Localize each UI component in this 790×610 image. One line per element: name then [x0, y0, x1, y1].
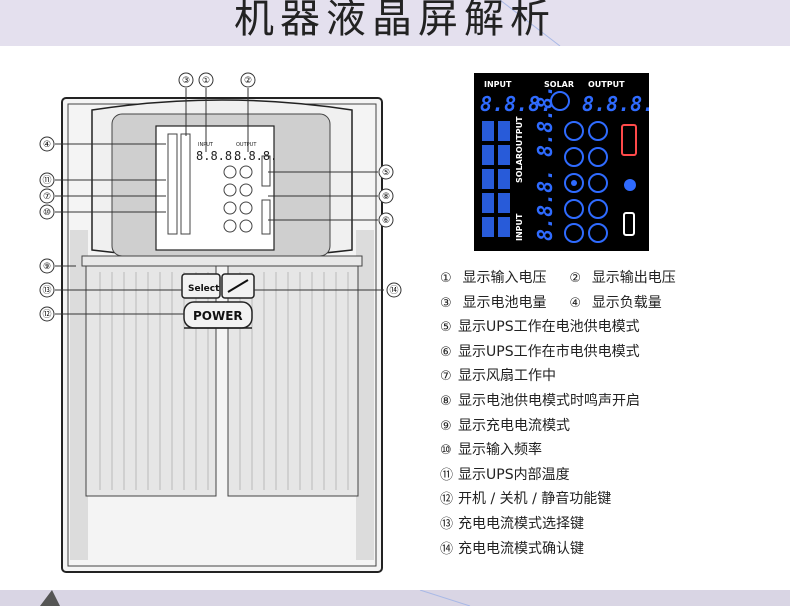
- callout-10: ⑩: [43, 208, 51, 218]
- callout-5: ⑤: [382, 168, 390, 178]
- legend-item: ⑤ 显示UPS工作在电池供电模式: [440, 315, 676, 340]
- battery-mode-icon: [621, 124, 637, 156]
- legend-text: 显示UPS内部温度: [458, 466, 570, 483]
- legend-num: ⑩: [440, 443, 452, 459]
- legend-item: ① 显示输入电压 ② 显示输出电压: [440, 266, 676, 291]
- callout-13: ⑬: [42, 285, 51, 296]
- lcd-output-label: OUTPUT: [588, 80, 625, 89]
- lcd-closeup-graphic: INPUT SOLAR OUTPUT 8.8.8. 8.8.8. INPUT S…: [480, 80, 654, 243]
- legend-text: 显示输入电压: [462, 270, 547, 286]
- callout-9: ⑨: [43, 262, 51, 272]
- mini-lcd-input-digits: 8.8.8.: [196, 149, 239, 163]
- callout-12: ⑫: [42, 309, 51, 320]
- plug-icon: [623, 212, 635, 236]
- legend-text: 显示UPS工作在市电供电模式: [458, 343, 640, 360]
- legend-text: 显示电池电量: [462, 294, 547, 311]
- legend-item: ⑦ 显示风扇工作中: [440, 364, 676, 389]
- legend-item: ⑩ 显示输入频率: [440, 438, 676, 463]
- ups-front-diagram: INPUT OUTPUT 8.8.8. 8.8.8. Select POWER: [39, 72, 402, 573]
- mini-lcd-output-label: OUTPUT: [236, 142, 257, 148]
- footer-bar: [0, 589, 790, 607]
- callout-7: ⑦: [43, 192, 51, 202]
- confirm-slash-icon: [227, 279, 249, 293]
- legend-num: ①: [440, 271, 452, 286]
- page-title: 机器液晶屏解析: [234, 0, 556, 42]
- top-banner: 机器液晶屏解析: [0, 0, 790, 46]
- legend-text: 显示输出电压: [591, 270, 676, 286]
- legend-num: ⑪: [440, 467, 454, 483]
- legend-text: 显示UPS工作在电池供电模式: [458, 319, 640, 336]
- legend-text: 显示电池供电模式时鸣声开启: [458, 392, 640, 409]
- legend-list: ① 显示输入电压 ② 显示输出电压 ③ 显示电池电量 ④ 显示负载量 ⑤ 显示UP…: [440, 266, 676, 561]
- legend-num: ⑫: [440, 492, 454, 508]
- legend-item: ⑧ 显示电池供电模式时鸣声开启: [440, 389, 676, 414]
- lcd-output-digits: 8.8.8.: [582, 92, 649, 116]
- banner-accent-stripe: [499, 0, 561, 46]
- legend-num: ⑬: [440, 516, 454, 532]
- legend-text: 充电电流模式选择键: [458, 515, 584, 532]
- temperature-sun-icon: [624, 179, 636, 191]
- callout-8: ⑧: [382, 192, 390, 202]
- legend-text: 显示负载量: [591, 294, 662, 311]
- legend-item: ③ 显示电池电量 ④ 显示负载量: [440, 291, 676, 316]
- lcd-input-vert-digits: 8.8.8.: [533, 169, 557, 241]
- lcd-side-input: INPUT: [515, 213, 524, 241]
- lcd-input-label: INPUT: [484, 80, 512, 89]
- legend-num: ⑭: [440, 541, 454, 557]
- select-button-label: Select: [188, 284, 220, 294]
- lcd-level-bars: [482, 121, 510, 237]
- lcd-status-icon-grid: [564, 121, 608, 243]
- legend-num: ⑨: [440, 418, 452, 434]
- lcd-side-output: OUTPUT: [515, 116, 524, 153]
- footer-accent: [40, 589, 471, 607]
- legend-text: 开机 / 关机 / 静音功能键: [458, 491, 612, 508]
- legend-num: ④: [569, 295, 582, 311]
- lcd-side-solar: SOLAR: [515, 153, 524, 183]
- legend-item: ⑨ 显示充电电流模式: [440, 414, 676, 439]
- solar-sun-icon: [550, 91, 570, 111]
- lcd-screen: [155, 125, 275, 251]
- lcd-input-digits: 8.8.8.: [480, 92, 552, 116]
- callout-lines: [55, 88, 384, 315]
- mini-lcd-icon-grid: [223, 165, 253, 233]
- power-button-label: POWER: [193, 309, 243, 323]
- legend-item: ⑥ 显示UPS工作在市电供电模式: [440, 340, 676, 365]
- legend-text: 充电电流模式确认键: [458, 540, 584, 557]
- legend-text: 显示输入频率: [458, 442, 542, 459]
- legend-num: ③: [440, 295, 452, 311]
- legend-num: ⑦: [440, 369, 452, 385]
- front-grille-right: [227, 265, 359, 497]
- legend-num: ⑧: [440, 393, 452, 409]
- fan-icon: [571, 180, 577, 186]
- callout-3: ③: [182, 76, 190, 86]
- legend-num: ②: [569, 271, 582, 286]
- callout-2: ②: [244, 76, 252, 86]
- legend-text: 显示风扇工作中: [458, 368, 556, 385]
- legend-text: 显示充电电流模式: [458, 417, 570, 434]
- mini-lcd-output-digits: 8.8.8.: [234, 149, 277, 163]
- callout-11: ⑪: [42, 175, 51, 186]
- legend-num: ⑥: [440, 344, 452, 360]
- callout-1: ①: [202, 76, 210, 86]
- select-button[interactable]: [181, 273, 221, 299]
- lcd-closeup: INPUT SOLAR OUTPUT 8.8.8. 8.8.8. INPUT S…: [474, 73, 654, 251]
- lcd-output-vert-digits: 8.8.8.: [533, 85, 557, 157]
- callout-14: ⑭: [389, 285, 398, 296]
- legend-num: ⑤: [440, 320, 452, 336]
- lcd-solar-label: SOLAR: [544, 80, 574, 89]
- callout-markers: ③ ① ② ④ ⑪ ⑦ ⑩ ⑤ ⑧ ⑥ ⑨ ⑬ ⑫ ⑭: [39, 72, 402, 322]
- side-vent-mesh: [70, 230, 374, 560]
- callout-6: ⑥: [382, 216, 390, 226]
- callout-4: ④: [43, 140, 51, 150]
